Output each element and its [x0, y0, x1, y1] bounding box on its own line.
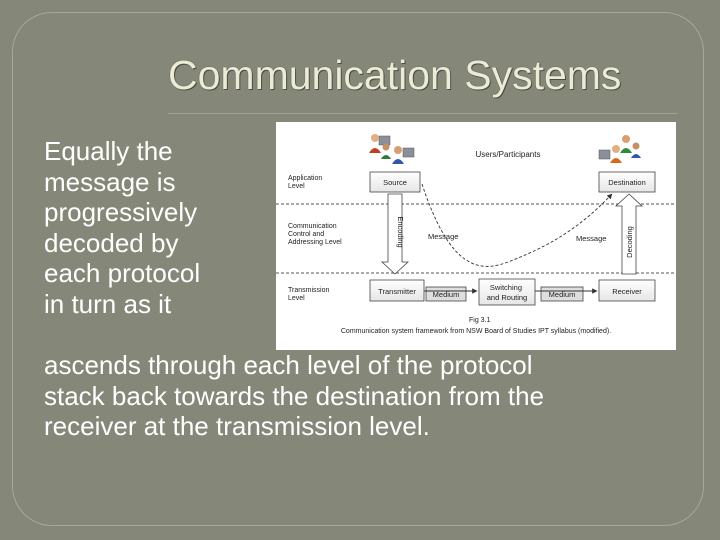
receiver-box	[598, 279, 656, 302]
source-box	[369, 171, 421, 193]
title-divider	[168, 113, 678, 114]
communication-level-label: Communication Control and Addressing Lev…	[288, 223, 342, 246]
communication-framework-figure: Users/Participants	[276, 122, 676, 350]
figure-number: Fig 3.1	[469, 317, 491, 324]
slide-title: Communication Systems	[168, 52, 622, 98]
body-line: decoded by	[44, 228, 179, 258]
source-label: Source	[383, 178, 407, 187]
users-participants-label: Users/Participants	[476, 150, 541, 159]
message-right-label: Message	[576, 234, 606, 243]
message-path	[421, 183, 613, 267]
decoding-arrow: Decoding	[614, 193, 644, 275]
body-line: progressively	[44, 197, 198, 227]
body-line: each protocol	[44, 258, 201, 288]
encoding-label: Encoding	[396, 216, 405, 247]
medium-right-box	[540, 286, 584, 302]
framework-diagram: Users/Participants	[276, 134, 676, 335]
body-line: stack back towards the destination from …	[44, 381, 545, 411]
switching-routing-label: Switching and Routing	[487, 283, 527, 302]
body-line: in turn as it	[44, 289, 172, 319]
users-left-icon	[369, 134, 415, 164]
destination-label: Destination	[608, 178, 646, 187]
transmitter-box	[369, 279, 425, 302]
transmission-level-label: Transmission Level	[288, 287, 331, 302]
slide-frame	[12, 12, 704, 526]
medium-right-label: Medium	[549, 290, 576, 299]
switching-routing-box	[478, 278, 536, 306]
medium-left-box	[425, 286, 467, 302]
encoding-arrow: Encoding	[380, 193, 410, 275]
body-line: receiver at the transmission level.	[44, 411, 430, 441]
transmitter-label: Transmitter	[378, 287, 416, 296]
application-level-label: Application Level	[288, 175, 324, 190]
figure-caption: Communication system framework from NSW …	[341, 328, 611, 335]
body-line: message is	[44, 167, 176, 197]
decoding-label: Decoding	[625, 226, 634, 258]
medium-left-label: Medium	[433, 290, 460, 299]
destination-box	[598, 171, 656, 193]
receiver-label: Receiver	[612, 287, 642, 296]
message-left-label: Message	[428, 232, 458, 241]
body-line: Equally the	[44, 136, 173, 166]
body-line: ascends through each level of the protoc…	[44, 350, 533, 380]
users-right-icon	[598, 135, 641, 163]
